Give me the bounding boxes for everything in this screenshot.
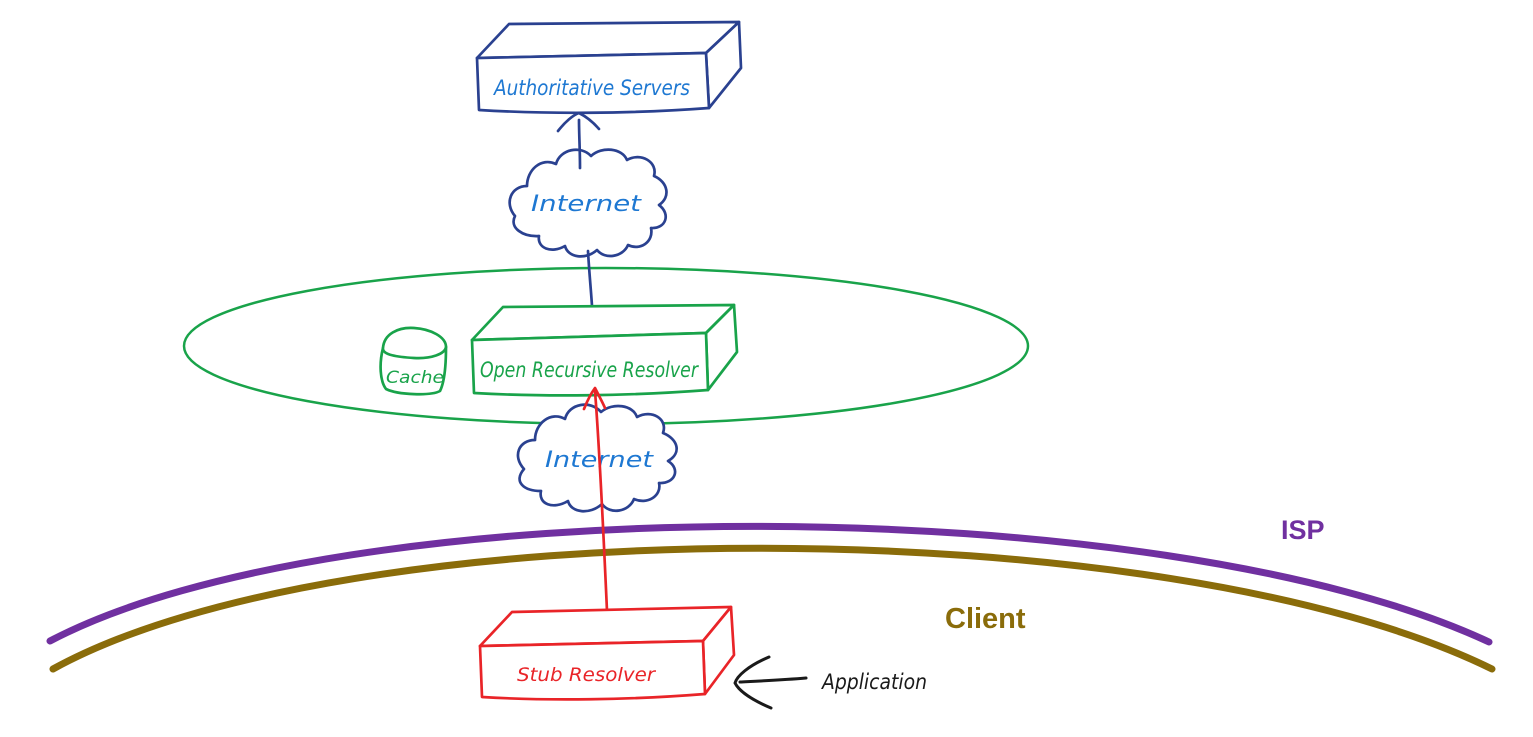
open-recursive-resolver-box: Open Recursive Resolver	[470, 303, 739, 397]
isp-region-label: ISP	[1281, 515, 1325, 545]
cache-body	[379, 345, 448, 396]
application-pointer-arrow: Application	[733, 655, 927, 710]
internet-top-label: Internet	[531, 192, 643, 217]
box-front-face	[478, 639, 707, 701]
open-recursive-resolver-label: Open Recursive Resolver	[480, 358, 699, 382]
authoritative-servers-label: Authoritative Servers	[492, 76, 690, 100]
client-region-label: Client	[945, 603, 1026, 635]
client-boundary-arc	[49, 544, 1496, 673]
arrow-shaft	[577, 118, 582, 170]
cloud-outline	[508, 148, 668, 258]
query-path-stub-to-resolver	[582, 386, 609, 613]
application-label: Application	[820, 670, 927, 694]
arrow-head	[733, 655, 773, 710]
box-front-face	[475, 51, 711, 115]
cache-label: Cache	[386, 368, 444, 388]
cloud-outline	[516, 403, 678, 513]
query-shaft	[593, 389, 609, 613]
query-arrow-head	[582, 386, 607, 411]
stub-resolver-box: Stub Resolver	[478, 605, 736, 701]
authoritative-servers-box: Authoritative Servers	[475, 20, 743, 115]
isp-boundary-arc	[46, 522, 1493, 646]
arrow-shaft	[738, 676, 808, 684]
cache-store: Cache	[379, 326, 448, 396]
stub-resolver-label: Stub Resolver	[517, 664, 656, 686]
connector-cloud-to-resolver	[586, 249, 594, 308]
internet-cloud-top: Internet	[508, 148, 668, 258]
cache-opening	[381, 326, 448, 360]
